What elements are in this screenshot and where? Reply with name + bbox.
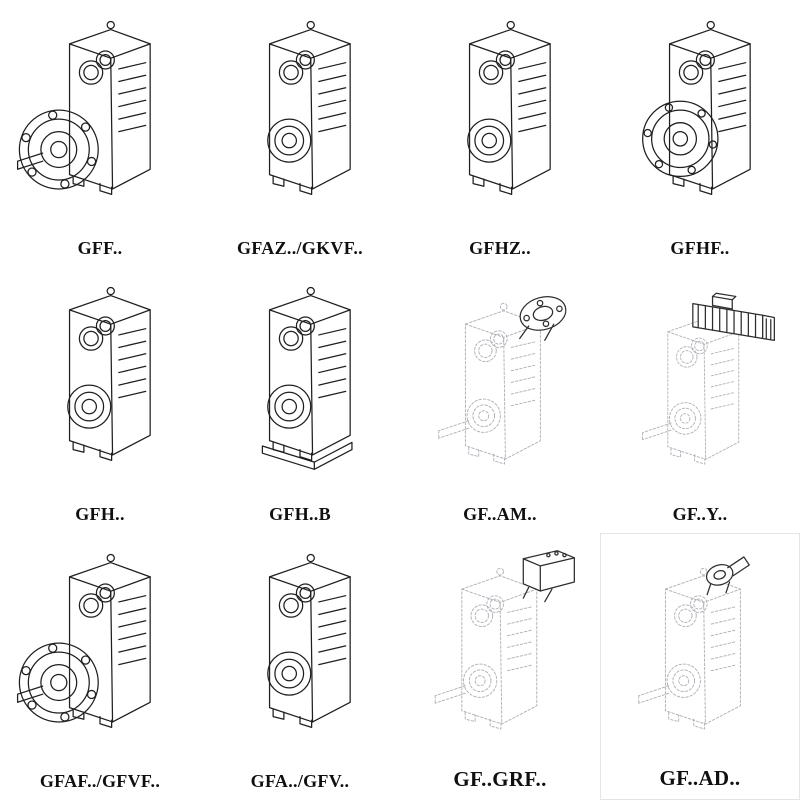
gearbox-isometric-drawing [261,287,353,471]
gearbox-gff-drawing-icon [2,4,198,236]
gearbox-gfaz-gkvf-drawing-icon [202,4,398,236]
catalog-cell: GFH..B [200,267,400,534]
gearbox-gf-y-drawing-icon [602,271,798,503]
model-label: GFF.. [77,237,123,258]
gearbox-isometric-drawing [16,20,151,195]
gearbox-isometric-drawing [467,20,551,195]
gearbox-isometric-drawing [638,556,750,730]
catalog-cell: GF..Y.. [600,267,800,534]
gearbox-isometric-drawing [16,554,151,729]
model-label: GFHF.. [670,237,730,258]
gearbox-gf-ad-drawing-icon [603,538,797,764]
gearbox-gfh-b-drawing-icon [202,271,398,503]
gearbox-gfh-drawing-icon [2,271,198,503]
gearbox-gfaf-gfvf-drawing-icon [2,537,198,769]
gearbox-isometric-drawing [438,296,567,465]
model-label: GFH.. [75,504,125,525]
model-label: GFA../GFV.. [250,770,350,791]
catalog-cell: GF..AM.. [400,267,600,534]
gearbox-gfhz-drawing-icon [402,4,598,236]
gearbox-isometric-drawing [267,20,351,195]
catalog-cell: GFHZ.. [400,0,600,267]
catalog-cell: GFHF.. [600,0,800,267]
model-label: GFH..B [269,504,331,525]
catalog-cell: GFF.. [0,0,200,267]
catalog-cell: GFAZ../GKVF.. [200,0,400,267]
gearbox-isometric-drawing [267,554,351,729]
gearbox-isometric-drawing [434,550,575,730]
catalog-cell: GFAF../GFVF.. [0,533,200,800]
model-label: GF..GRF.. [453,766,547,791]
gearbox-gf-grf-drawing-icon [402,537,598,765]
model-label: GFAZ../GKVF.. [237,237,363,258]
model-label: GF..AM.. [463,504,537,525]
catalog-cell: GFH.. [0,267,200,534]
catalog-cell: GF..GRF.. [400,533,600,800]
model-label: GF..Y.. [672,504,728,525]
model-label: GF..AD.. [659,765,741,790]
gearbox-gf-am-drawing-icon [402,271,598,503]
catalog-cell: GF..AD.. [600,533,800,800]
model-label: GFAF../GFVF.. [39,770,161,791]
gearbox-isometric-drawing [67,287,151,462]
gearbox-gfa-gfv-drawing-icon [202,537,398,769]
gearbox-isometric-drawing [642,293,775,466]
model-label: GFHZ.. [469,237,531,258]
gearbox-isometric-drawing [642,20,751,195]
catalog-cell: GFA../GFV.. [200,533,400,800]
gearbox-gfhf-drawing-icon [602,4,798,236]
